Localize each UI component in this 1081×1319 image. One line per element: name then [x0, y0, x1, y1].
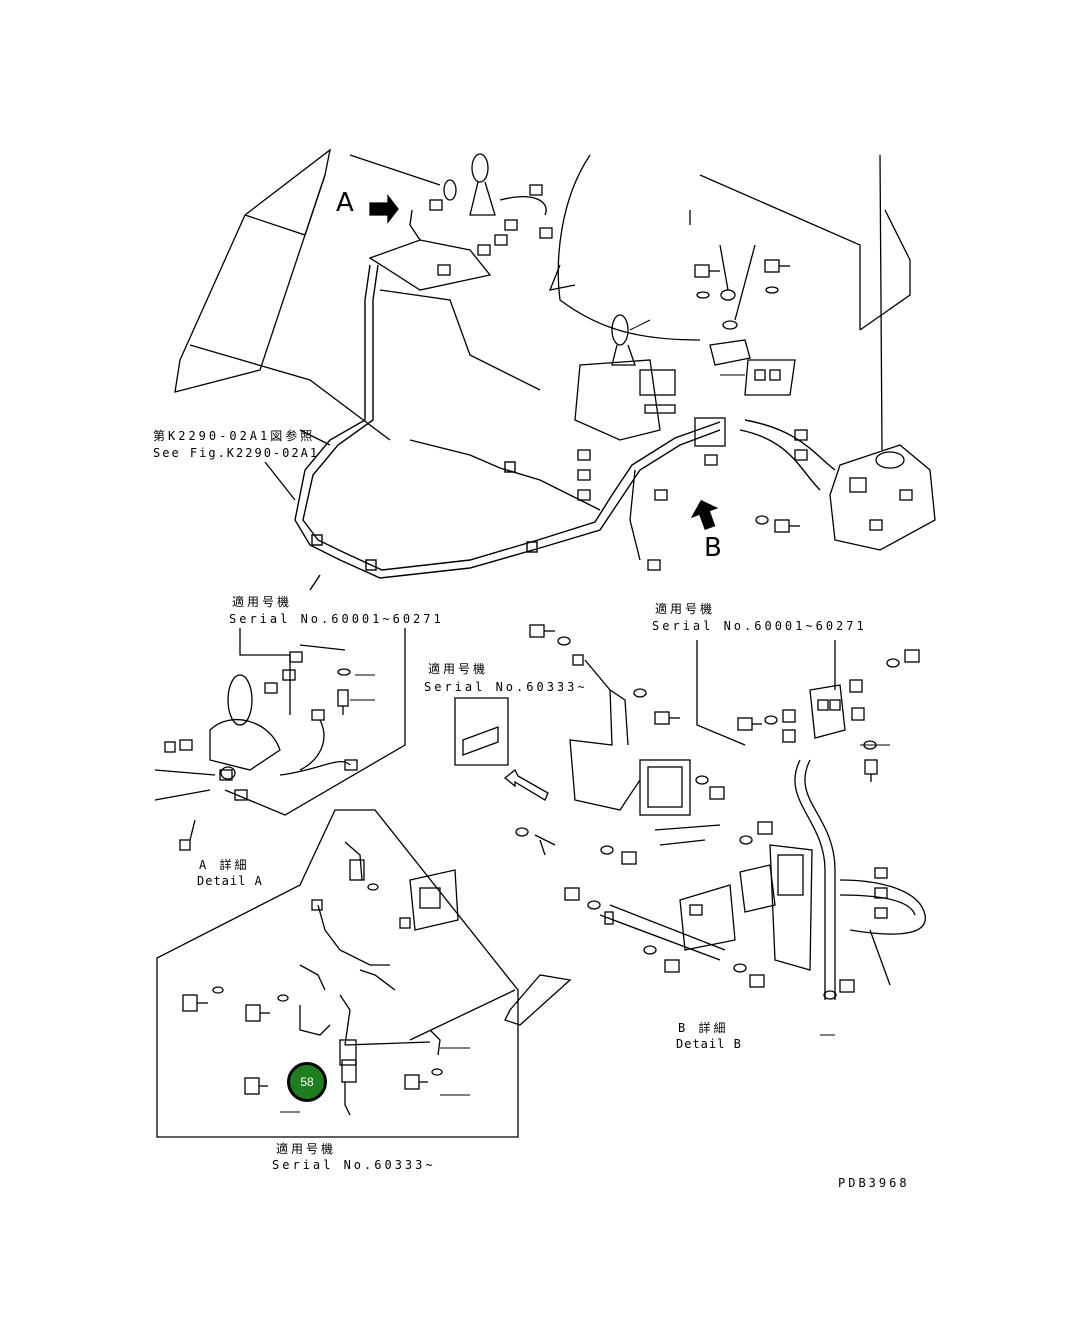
detail-a-jp: A 詳細	[199, 858, 250, 872]
callout-a: A	[336, 188, 354, 218]
right-console	[574, 314, 808, 571]
serial-2-jp: 適用号機	[428, 662, 489, 676]
serial-2-en: Serial No.60333~	[424, 680, 588, 694]
top-right-bolts	[694, 244, 800, 533]
main-harness	[294, 264, 836, 591]
leader-lines	[280, 319, 890, 1113]
serial-1-en: Serial No.60001~60271	[229, 612, 444, 626]
serial-4-en: Serial No.60333~	[272, 1158, 436, 1172]
detail-b	[515, 624, 926, 1000]
serial-4-jp: 適用号機	[276, 1142, 337, 1156]
detail-b-jp: B 詳細	[678, 1021, 729, 1035]
cab-structure	[174, 148, 911, 451]
detail-a	[154, 628, 406, 851]
serial-3-en: Serial No.60001~60271	[652, 619, 867, 633]
serial-3-jp: 適用号機	[655, 602, 716, 616]
drawing-code: PDB3968	[838, 1176, 910, 1190]
callout-b: B	[704, 533, 722, 563]
arrow-a	[369, 194, 399, 224]
tank	[829, 444, 936, 551]
arrow-b	[690, 500, 719, 531]
see-fig-jp: 第K2290-02A1図参照	[153, 429, 316, 443]
detail-a-en: Detail A	[197, 874, 263, 888]
part-58-hotspot[interactable]: 58	[287, 1062, 327, 1102]
detail-b-en: Detail B	[676, 1037, 742, 1051]
see-fig-en: See Fig.K2290-02A1	[153, 446, 320, 460]
serial-1-jp: 適用号機	[232, 595, 293, 609]
insert-60333	[454, 697, 549, 801]
left-console	[368, 153, 553, 291]
see-fig-leader	[264, 461, 296, 501]
bottom-inset	[156, 809, 572, 1138]
